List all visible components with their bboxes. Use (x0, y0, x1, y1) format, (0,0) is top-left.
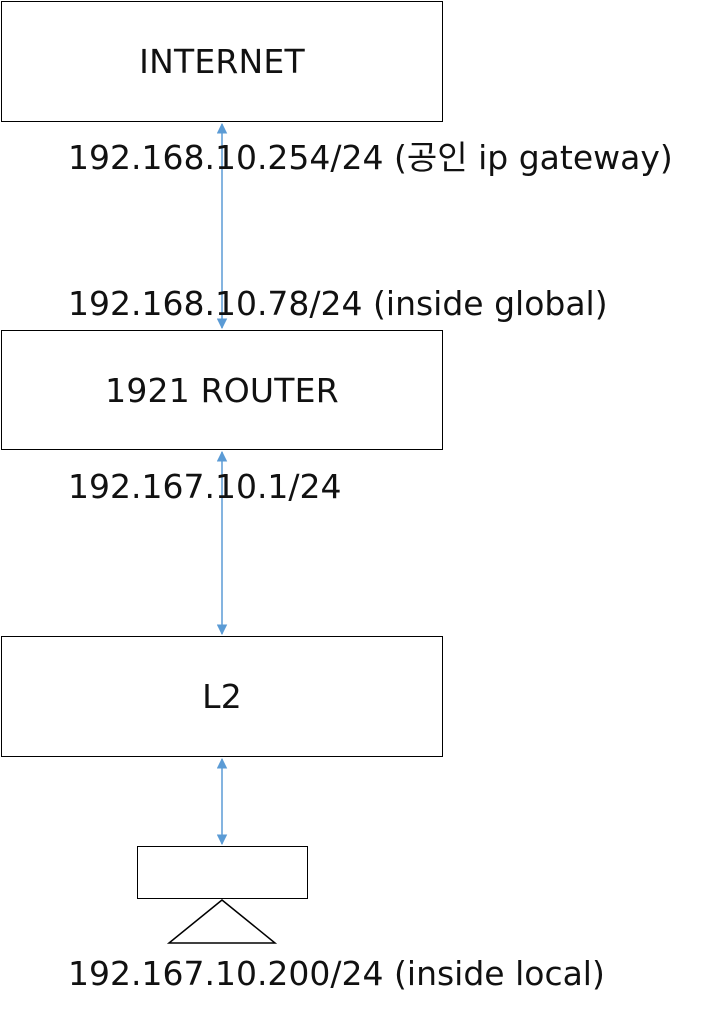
gateway-ip-label: 192.168.10.254/24 (공인 ip gateway) (68, 138, 673, 177)
router-node: 1921 ROUTER (1, 330, 443, 450)
inside-global-ip-label: 192.168.10.78/24 (inside global) (68, 284, 608, 323)
pc-monitor-stand (166, 899, 278, 944)
pc-monitor-node (137, 846, 308, 899)
router-lan-ip-label: 192.167.10.1/24 (68, 467, 342, 506)
l2-switch-node: L2 (1, 636, 443, 757)
router-node-label: 1921 ROUTER (105, 370, 339, 410)
internet-node-label: INTERNET (139, 42, 305, 81)
inside-local-ip-label: 192.167.10.200/24 (inside local) (68, 954, 605, 993)
l2-switch-node-label: L2 (202, 677, 242, 716)
internet-node: INTERNET (1, 1, 443, 122)
